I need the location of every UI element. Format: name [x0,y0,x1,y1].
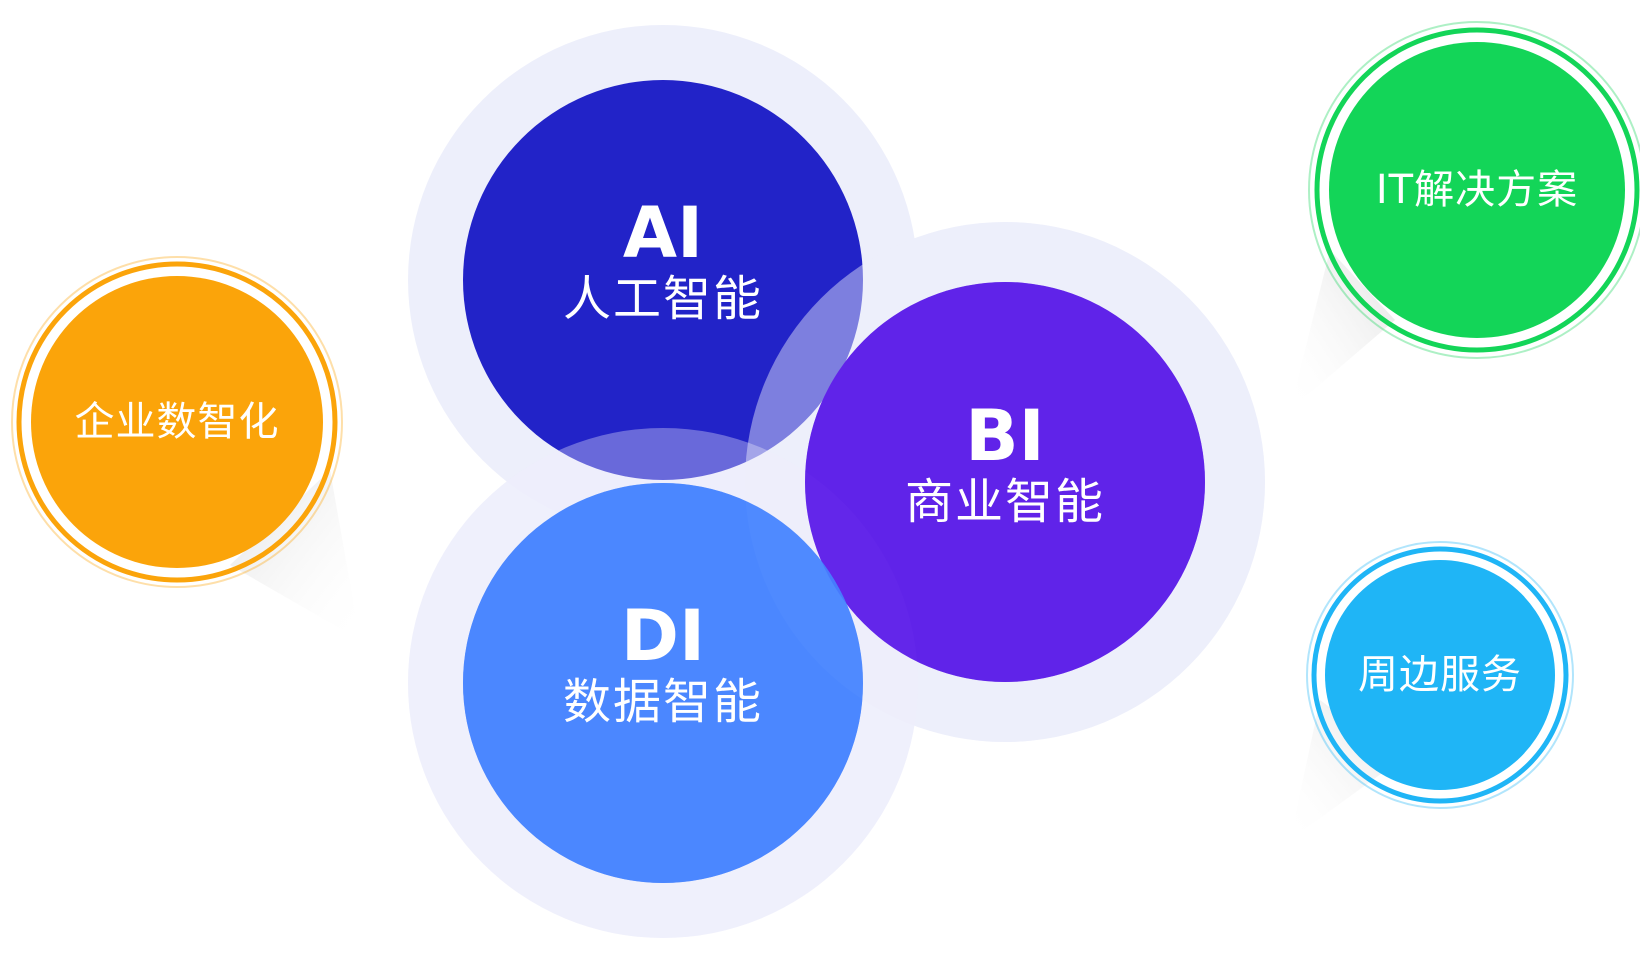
it-shadow [1290,250,1395,410]
service-shadow [1290,700,1400,840]
service-satellite [1306,541,1574,809]
enterprise-shadow [230,470,360,640]
it-satellite [1308,21,1640,359]
it-outer-ring [1308,21,1640,359]
it-circle [1329,42,1625,338]
di-circle-top [463,483,863,883]
bi-circle-top [805,282,1205,682]
enterprise-satellite [11,256,343,588]
ai-circle [463,80,863,480]
it-ring [1314,27,1640,353]
service-circle [1325,560,1555,790]
enterprise-outer-ring [11,256,343,588]
service-ring [1311,546,1569,804]
enterprise-ring [16,261,338,583]
enterprise-circle [31,276,323,568]
core-circles [408,80,1265,938]
satellite-shadows [230,250,1400,840]
service-outer-ring [1306,541,1574,809]
